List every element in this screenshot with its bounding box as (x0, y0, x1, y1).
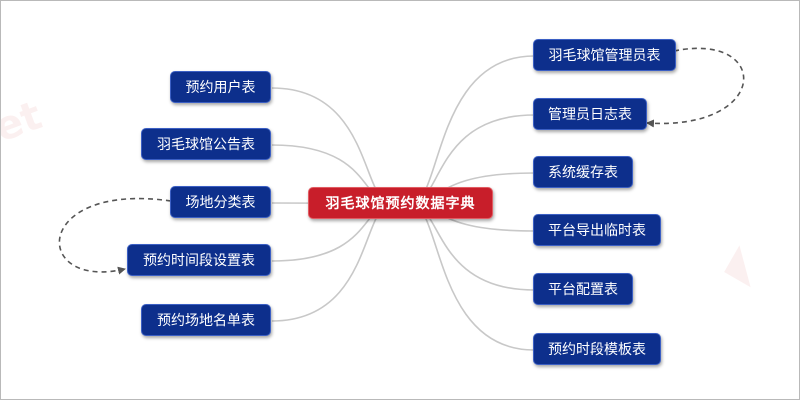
node-court-category-table[interactable]: 场地分类表 (170, 186, 271, 218)
node-hall-admin-table[interactable]: 羽毛球馆管理员表 (533, 39, 676, 71)
connector-node-hall-admin-table (411, 55, 535, 205)
node-booking-user-table[interactable]: 预约用户表 (170, 71, 271, 103)
node-admin-log-table[interactable]: 管理员日志表 (533, 98, 647, 130)
node-hall-notice-table[interactable]: 羽毛球馆公告表 (141, 128, 271, 160)
node-booked-court-list-table[interactable]: 预约场地名单表 (141, 304, 271, 336)
dashed-link-category-to-timeslot (58, 197, 172, 275)
node-export-temp-table[interactable]: 平台导出临时表 (533, 214, 661, 246)
node-timeslot-settings-table[interactable]: 预约时间段设置表 (127, 244, 271, 276)
node-platform-config-table[interactable]: 平台配置表 (533, 273, 633, 305)
node-system-cache-table[interactable]: 系统缓存表 (533, 156, 633, 188)
node-timeslot-template-table[interactable]: 预约时段模板表 (533, 333, 661, 365)
center-node[interactable]: 羽毛球馆预约数据字典 (308, 187, 493, 219)
connector-node-booked-court-list-table (271, 203, 392, 322)
